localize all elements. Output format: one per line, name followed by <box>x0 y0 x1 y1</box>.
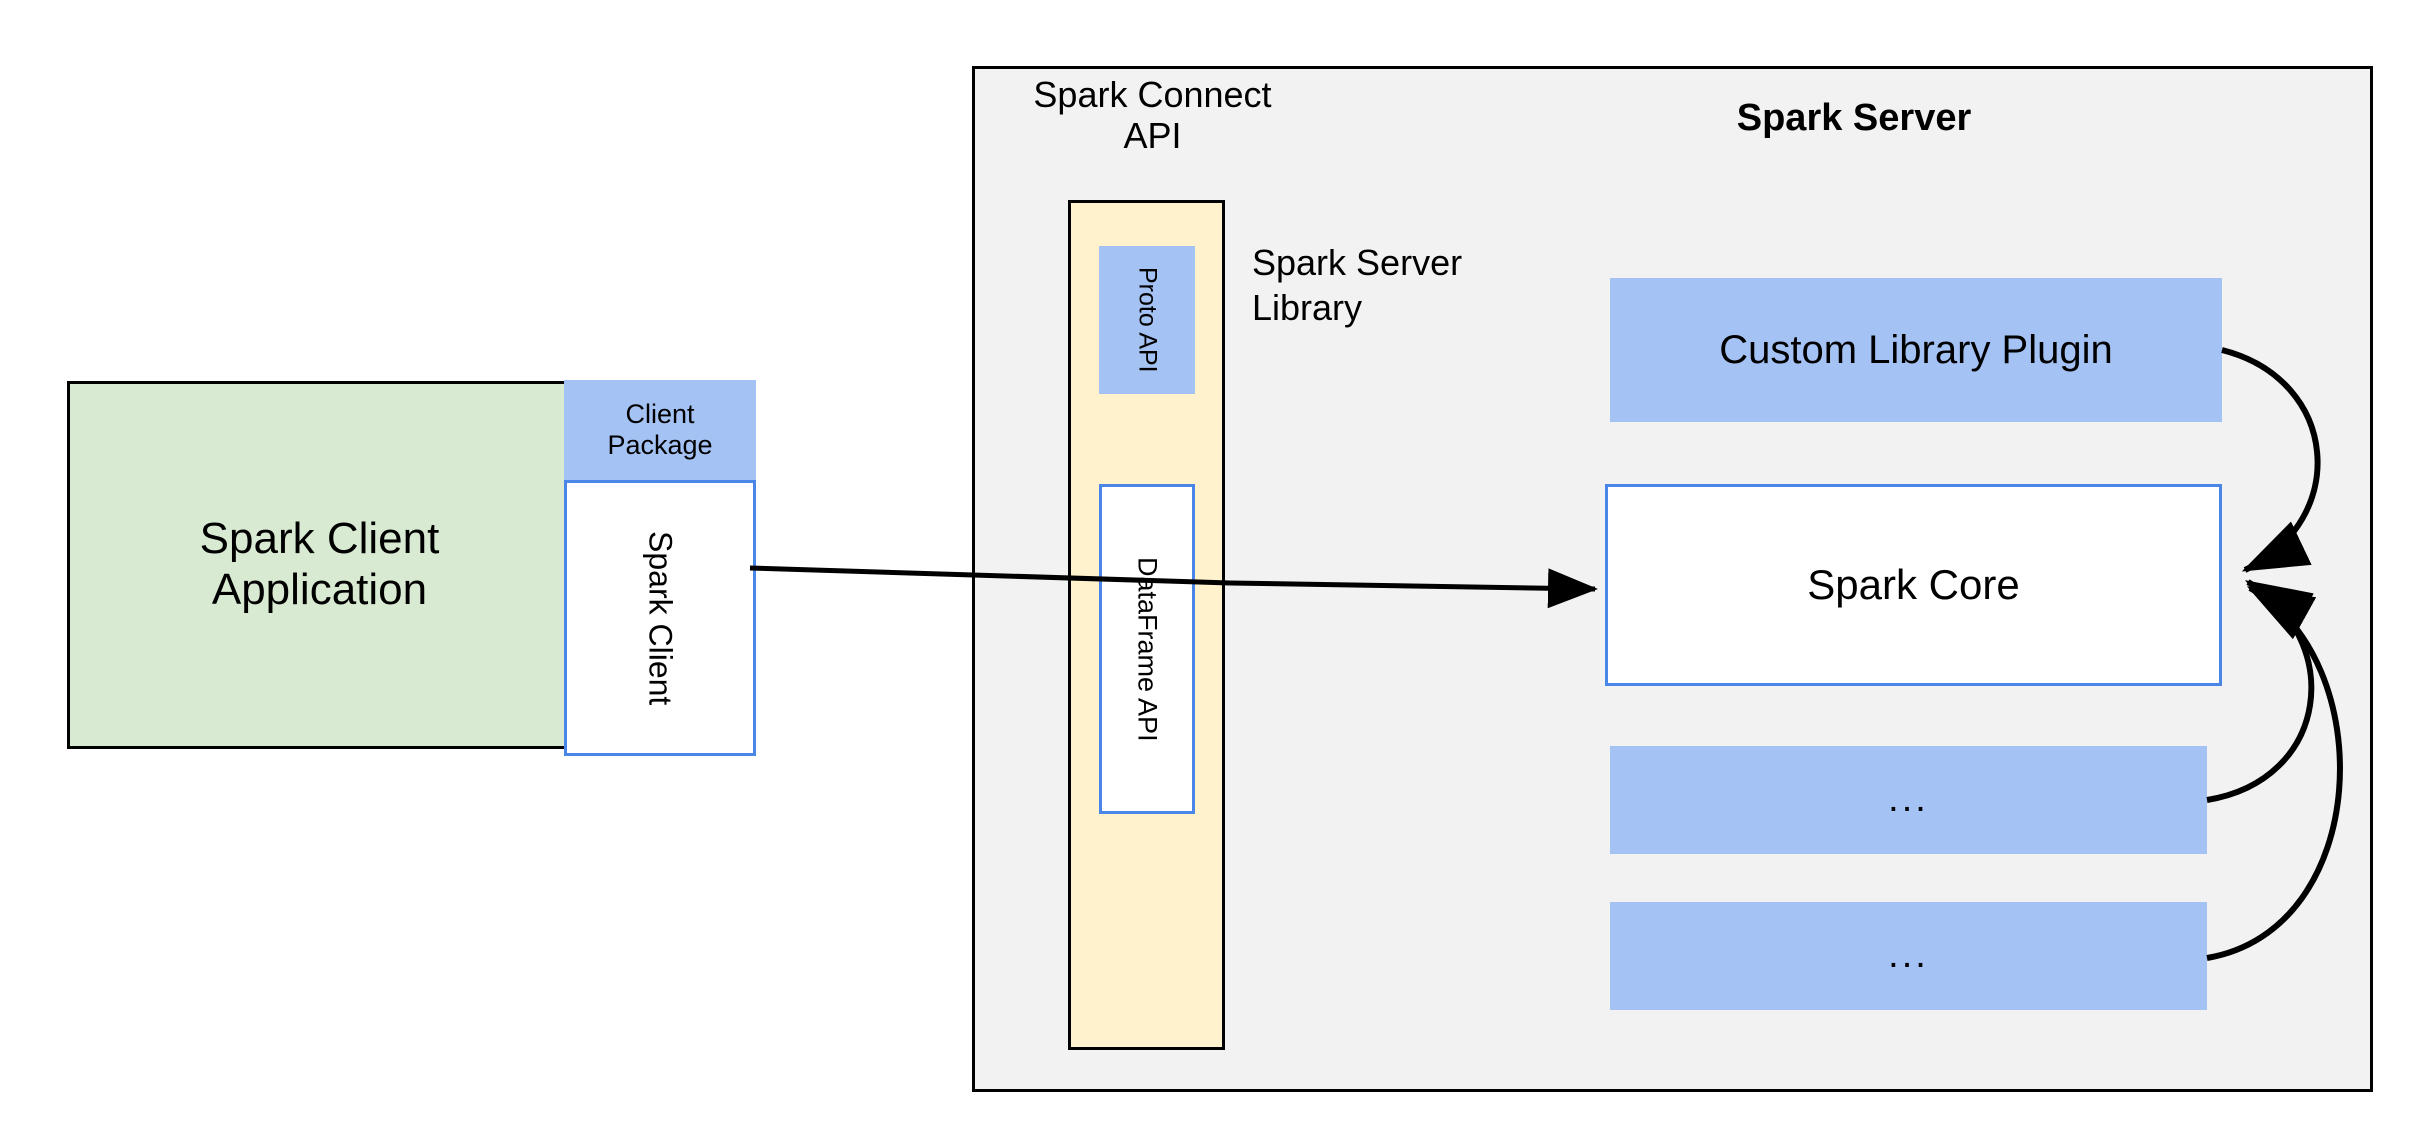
dataframe-api-label: DataFrame API <box>1132 556 1163 742</box>
spark-client-label: Spark Client <box>642 530 679 706</box>
spark-connect-api-label: Spark Connect API <box>1010 68 1295 158</box>
client-app-label-line2: Application <box>211 565 428 614</box>
client-app-label-line1: Spark Client <box>199 514 440 564</box>
spark-server-title: Spark Server <box>1736 97 1972 140</box>
ellipsis-box-2: ... <box>1610 902 2207 1010</box>
spark-server-library-label: Spark Server Library <box>1252 240 1552 336</box>
spark-core-box: Spark Core <box>1605 484 2222 686</box>
spark-connect-api-label-line2: API <box>1123 115 1182 156</box>
dataframe-api-box: DataFrame API <box>1099 484 1195 814</box>
client-package-label-line2: Package <box>607 430 713 460</box>
custom-library-plugin-box: Custom Library Plugin <box>1610 278 2222 422</box>
ellipsis-box-1: ... <box>1610 746 2207 854</box>
spark-client-box: Spark Client <box>564 480 756 756</box>
spark-connect-api-label-line1: Spark Connect <box>1033 73 1272 115</box>
proto-api-box: Proto API <box>1099 246 1195 394</box>
spark-server-library-label-line2: Library <box>1252 287 1363 328</box>
client-package-label-line1: Client <box>625 398 695 429</box>
proto-api-label: Proto API <box>1133 267 1162 373</box>
spark-client-application-box: Spark Client Application <box>67 381 572 749</box>
spark-server-library-label-line1: Spark Server <box>1252 242 1463 283</box>
client-package-box: Client Package <box>564 380 756 480</box>
